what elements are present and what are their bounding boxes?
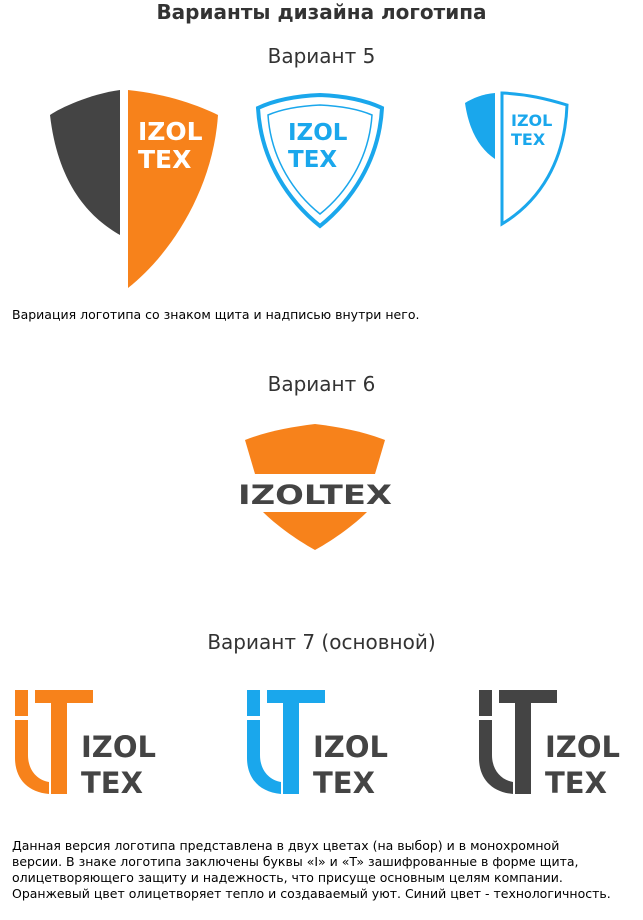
shield-right-half-outline: [500, 91, 569, 227]
variant-7-blue-logo: IZOL TEX: [247, 690, 407, 800]
logo-text-line2: TEX: [138, 145, 191, 174]
logo-text-line2: TEX: [81, 766, 143, 800]
variant-6-title: Вариант 6: [267, 372, 376, 396]
shield-orange-bottom: [263, 512, 367, 550]
variant-5-shield-split-blue-logo: IZOL TEX: [465, 91, 575, 231]
variant-6-shield-logo: IZOLTEX: [235, 424, 395, 554]
shield-orange: [245, 424, 385, 474]
logo-text-line2: TEX: [313, 766, 375, 800]
logo-text-line1: IZOL: [138, 117, 203, 146]
it-monogram-dark: [479, 690, 557, 794]
variant-5-shield-outline-logo: IZOL TEX: [255, 92, 385, 232]
it-monogram-orange: [15, 690, 93, 794]
page-title: Варианты дизайна логотипа: [156, 0, 487, 24]
logo-text-line1: IZOL: [545, 730, 620, 764]
logo-text-line1: IZOL: [313, 730, 388, 764]
logo-text-line2: TEX: [288, 147, 337, 173]
caption-line: Оранжевый цвет олицетворяет тепло и созд…: [12, 886, 611, 901]
variant-5-caption: Вариация логотипа со знаком щита и надпи…: [12, 307, 420, 322]
logo-text-line1: IZOL: [288, 120, 348, 146]
variant-5-shield-split-logo: IZOL TEX: [50, 90, 220, 290]
caption-line: олицетворяющего защиту и надежность, что…: [12, 870, 563, 885]
logo-text-line1: IZOL: [511, 111, 552, 130]
shield-outline-blue: [255, 92, 385, 229]
logo-text-line2: TEX: [545, 766, 607, 800]
variant-5-title: Вариант 5: [267, 44, 376, 68]
it-monogram-blue: [247, 690, 325, 794]
logo-wordmark: IZOLTEX: [238, 480, 392, 511]
shield-right-half-orange: [128, 90, 218, 288]
variant-7-monochrome-logo: IZOL TEX: [479, 690, 639, 800]
caption-line: версии. В знаке логотипа заключены буквы…: [12, 854, 579, 869]
variant-7-caption: Данная версия логотипа представлена в дв…: [12, 838, 637, 902]
shield-left-half-blue: [465, 93, 495, 159]
logo-text-line1: IZOL: [81, 730, 156, 764]
logo-text-line2: TEX: [511, 130, 546, 149]
caption-line: Данная версия логотипа представлена в дв…: [12, 838, 560, 853]
variant-7-orange-logo: IZOL TEX: [15, 690, 175, 800]
shield-left-half-dark: [50, 90, 120, 235]
variant-7-title: Вариант 7 (основной): [207, 630, 436, 654]
